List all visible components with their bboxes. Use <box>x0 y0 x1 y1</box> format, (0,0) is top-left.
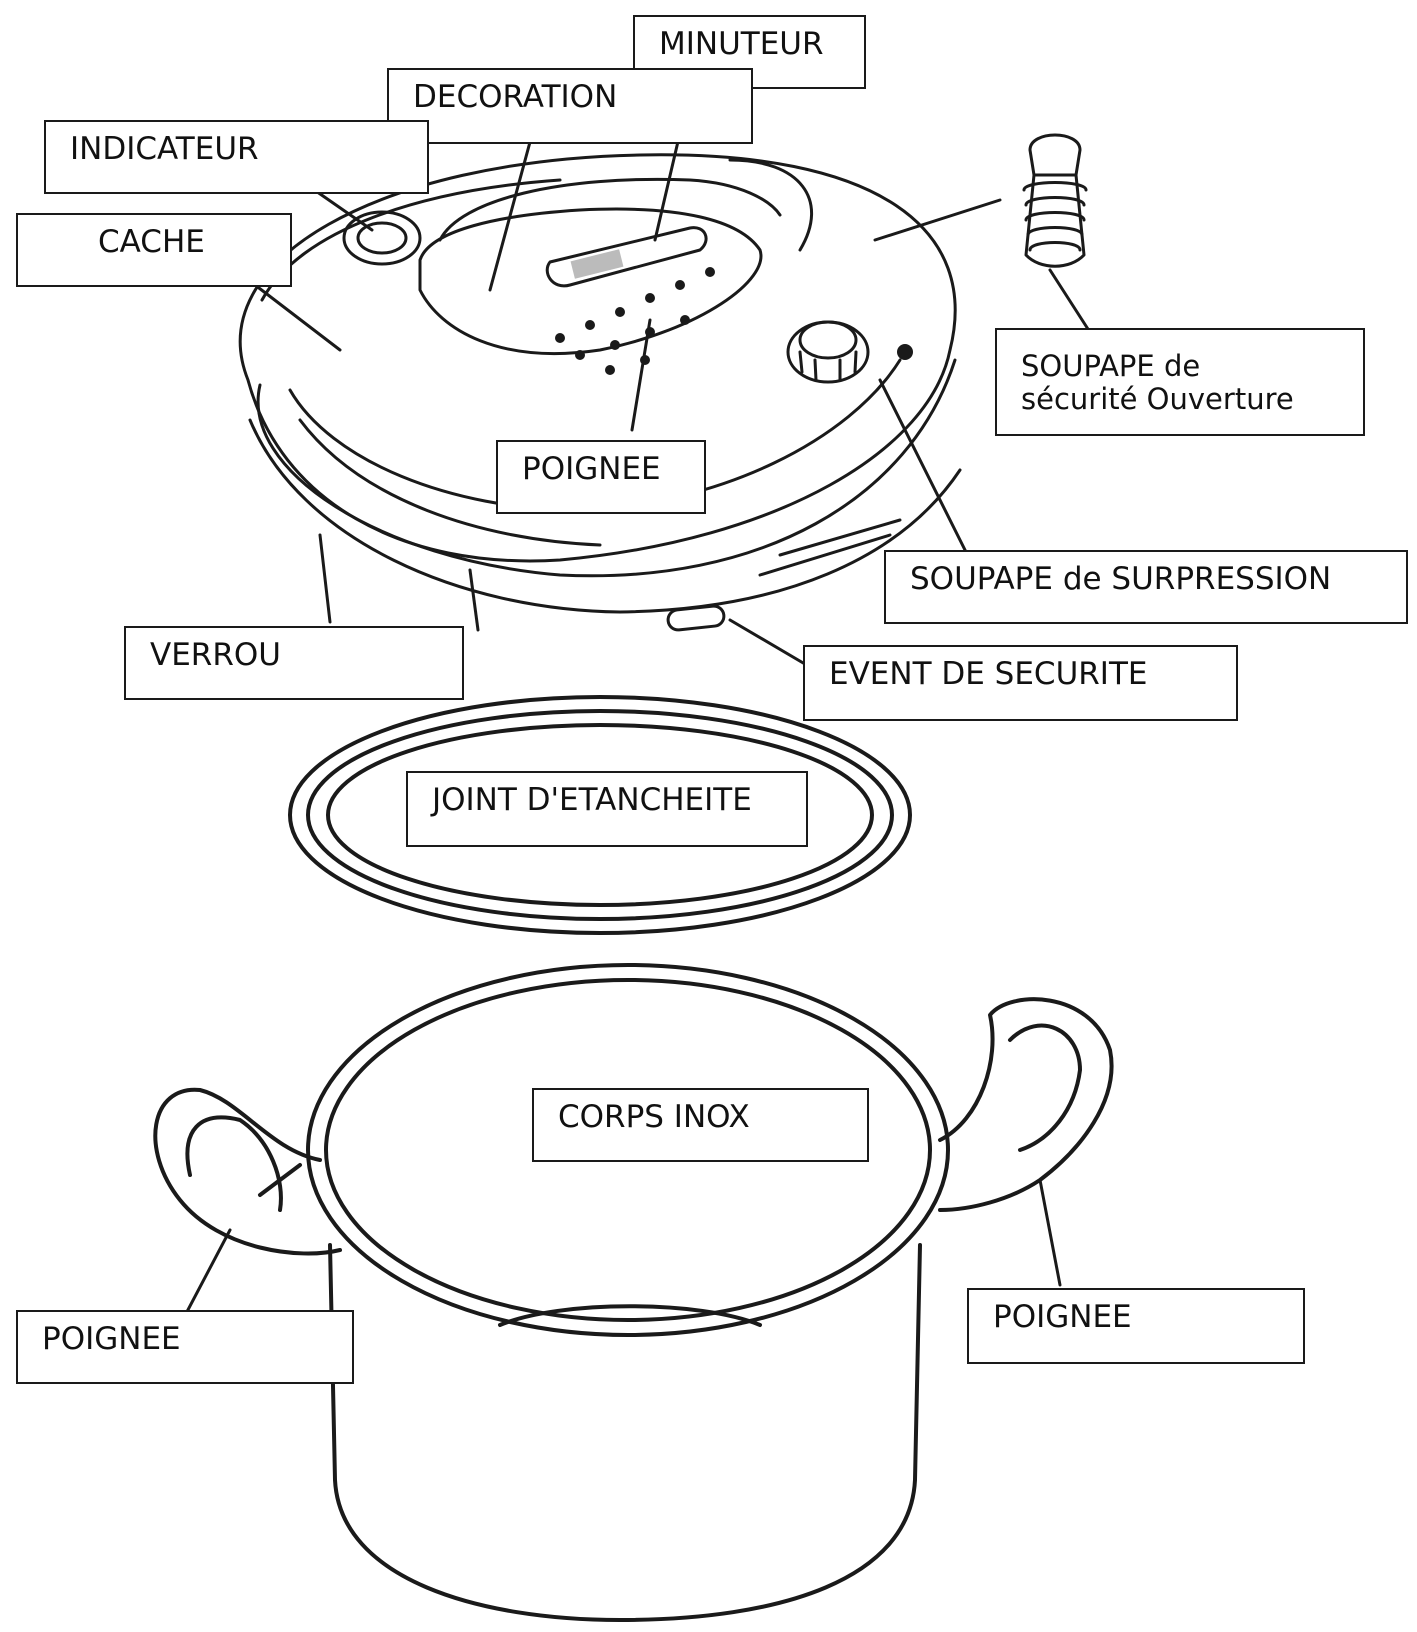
control-dots <box>555 267 913 375</box>
label-poignee-gauche: POIGNEE <box>16 1310 354 1384</box>
pressure-valve-knob <box>786 320 870 384</box>
label-decoration: DECORATION <box>387 68 753 144</box>
lid-rim <box>248 418 962 632</box>
safety-valve-part <box>1022 133 1088 268</box>
label-corps-inox: CORPS INOX <box>532 1088 869 1162</box>
indicator <box>342 210 422 266</box>
label-cache: CACHE <box>16 213 292 287</box>
timer-display <box>545 226 708 288</box>
label-verrou: VERROU <box>124 626 464 700</box>
gasket-ring <box>288 695 912 935</box>
label-soupape-securite-line1: SOUPAPE de <box>1021 349 1201 383</box>
pot-handle-left <box>153 1087 342 1256</box>
lid-handle <box>418 158 813 355</box>
label-poignee-couvercle: POIGNEE <box>496 440 706 514</box>
label-indicateur: INDICATEUR <box>44 120 429 194</box>
label-soupape-securite: SOUPAPE de sécurité Ouverture <box>995 328 1365 436</box>
label-joint: JOINT D'ETANCHEITE <box>406 771 808 847</box>
label-poignee-droite: POIGNEE <box>967 1288 1305 1364</box>
pot-body <box>306 963 950 1622</box>
pot-handle-right <box>938 997 1114 1212</box>
label-soupape-surpression: SOUPAPE de SURPRESSION <box>884 550 1408 624</box>
label-soupape-securite-line2: sécurité Ouverture <box>1021 382 1294 417</box>
label-event-securite: EVENT DE SECURITE <box>803 645 1238 721</box>
